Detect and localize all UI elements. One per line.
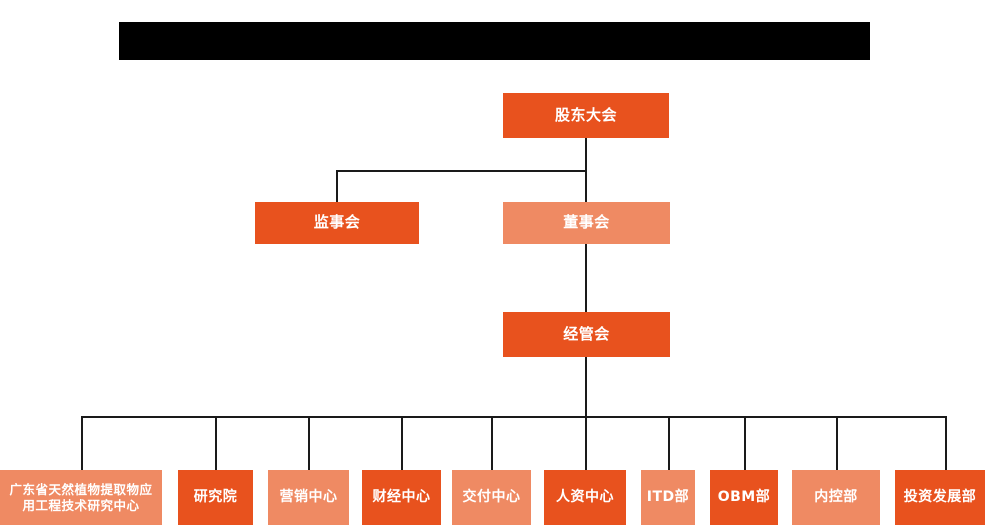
node-investment-dev-dept[interactable]: 投资发展部: [895, 470, 985, 525]
node-obm-dept[interactable]: OBM部: [710, 470, 778, 525]
node-directors[interactable]: 董事会: [503, 202, 670, 244]
connector-drop-internal-control-dept: [836, 416, 838, 470]
connector-drop-marketing-center: [308, 416, 310, 470]
node-internal-control-dept[interactable]: 内控部: [792, 470, 880, 525]
node-itd-dept[interactable]: ITD部: [641, 470, 695, 525]
node-finance-center[interactable]: 财经中心: [362, 470, 441, 525]
connector-management-down: [585, 357, 587, 470]
connector-level4-bus: [81, 416, 945, 418]
node-research-center[interactable]: 广东省天然植物提取物应 用工程技术研究中心: [0, 470, 162, 525]
node-marketing-center[interactable]: 营销中心: [268, 470, 349, 525]
connector-directors-down: [585, 170, 587, 202]
node-hr-center[interactable]: 人资中心: [544, 470, 626, 525]
connector-drop-finance-center: [401, 416, 403, 470]
connector-drop-delivery-center: [491, 416, 493, 470]
connector-drop-itd-dept: [668, 416, 670, 470]
connector-level1-bus: [336, 170, 587, 172]
connector-drop-investment-dev-dept: [945, 416, 947, 470]
connector-supervisors-down: [336, 170, 338, 202]
connector-drop-research-center: [81, 416, 83, 470]
redacted-title-bar: [119, 22, 870, 60]
node-supervisors[interactable]: 监事会: [255, 202, 419, 244]
connector-shareholders-down: [585, 138, 587, 171]
node-shareholders[interactable]: 股东大会: [503, 93, 669, 138]
connector-drop-obm-dept: [744, 416, 746, 470]
node-management[interactable]: 经管会: [503, 312, 670, 357]
node-institute[interactable]: 研究院: [178, 470, 253, 525]
connector-drop-institute: [215, 416, 217, 470]
connector-directors-to-management: [585, 243, 587, 312]
node-delivery-center[interactable]: 交付中心: [452, 470, 531, 525]
